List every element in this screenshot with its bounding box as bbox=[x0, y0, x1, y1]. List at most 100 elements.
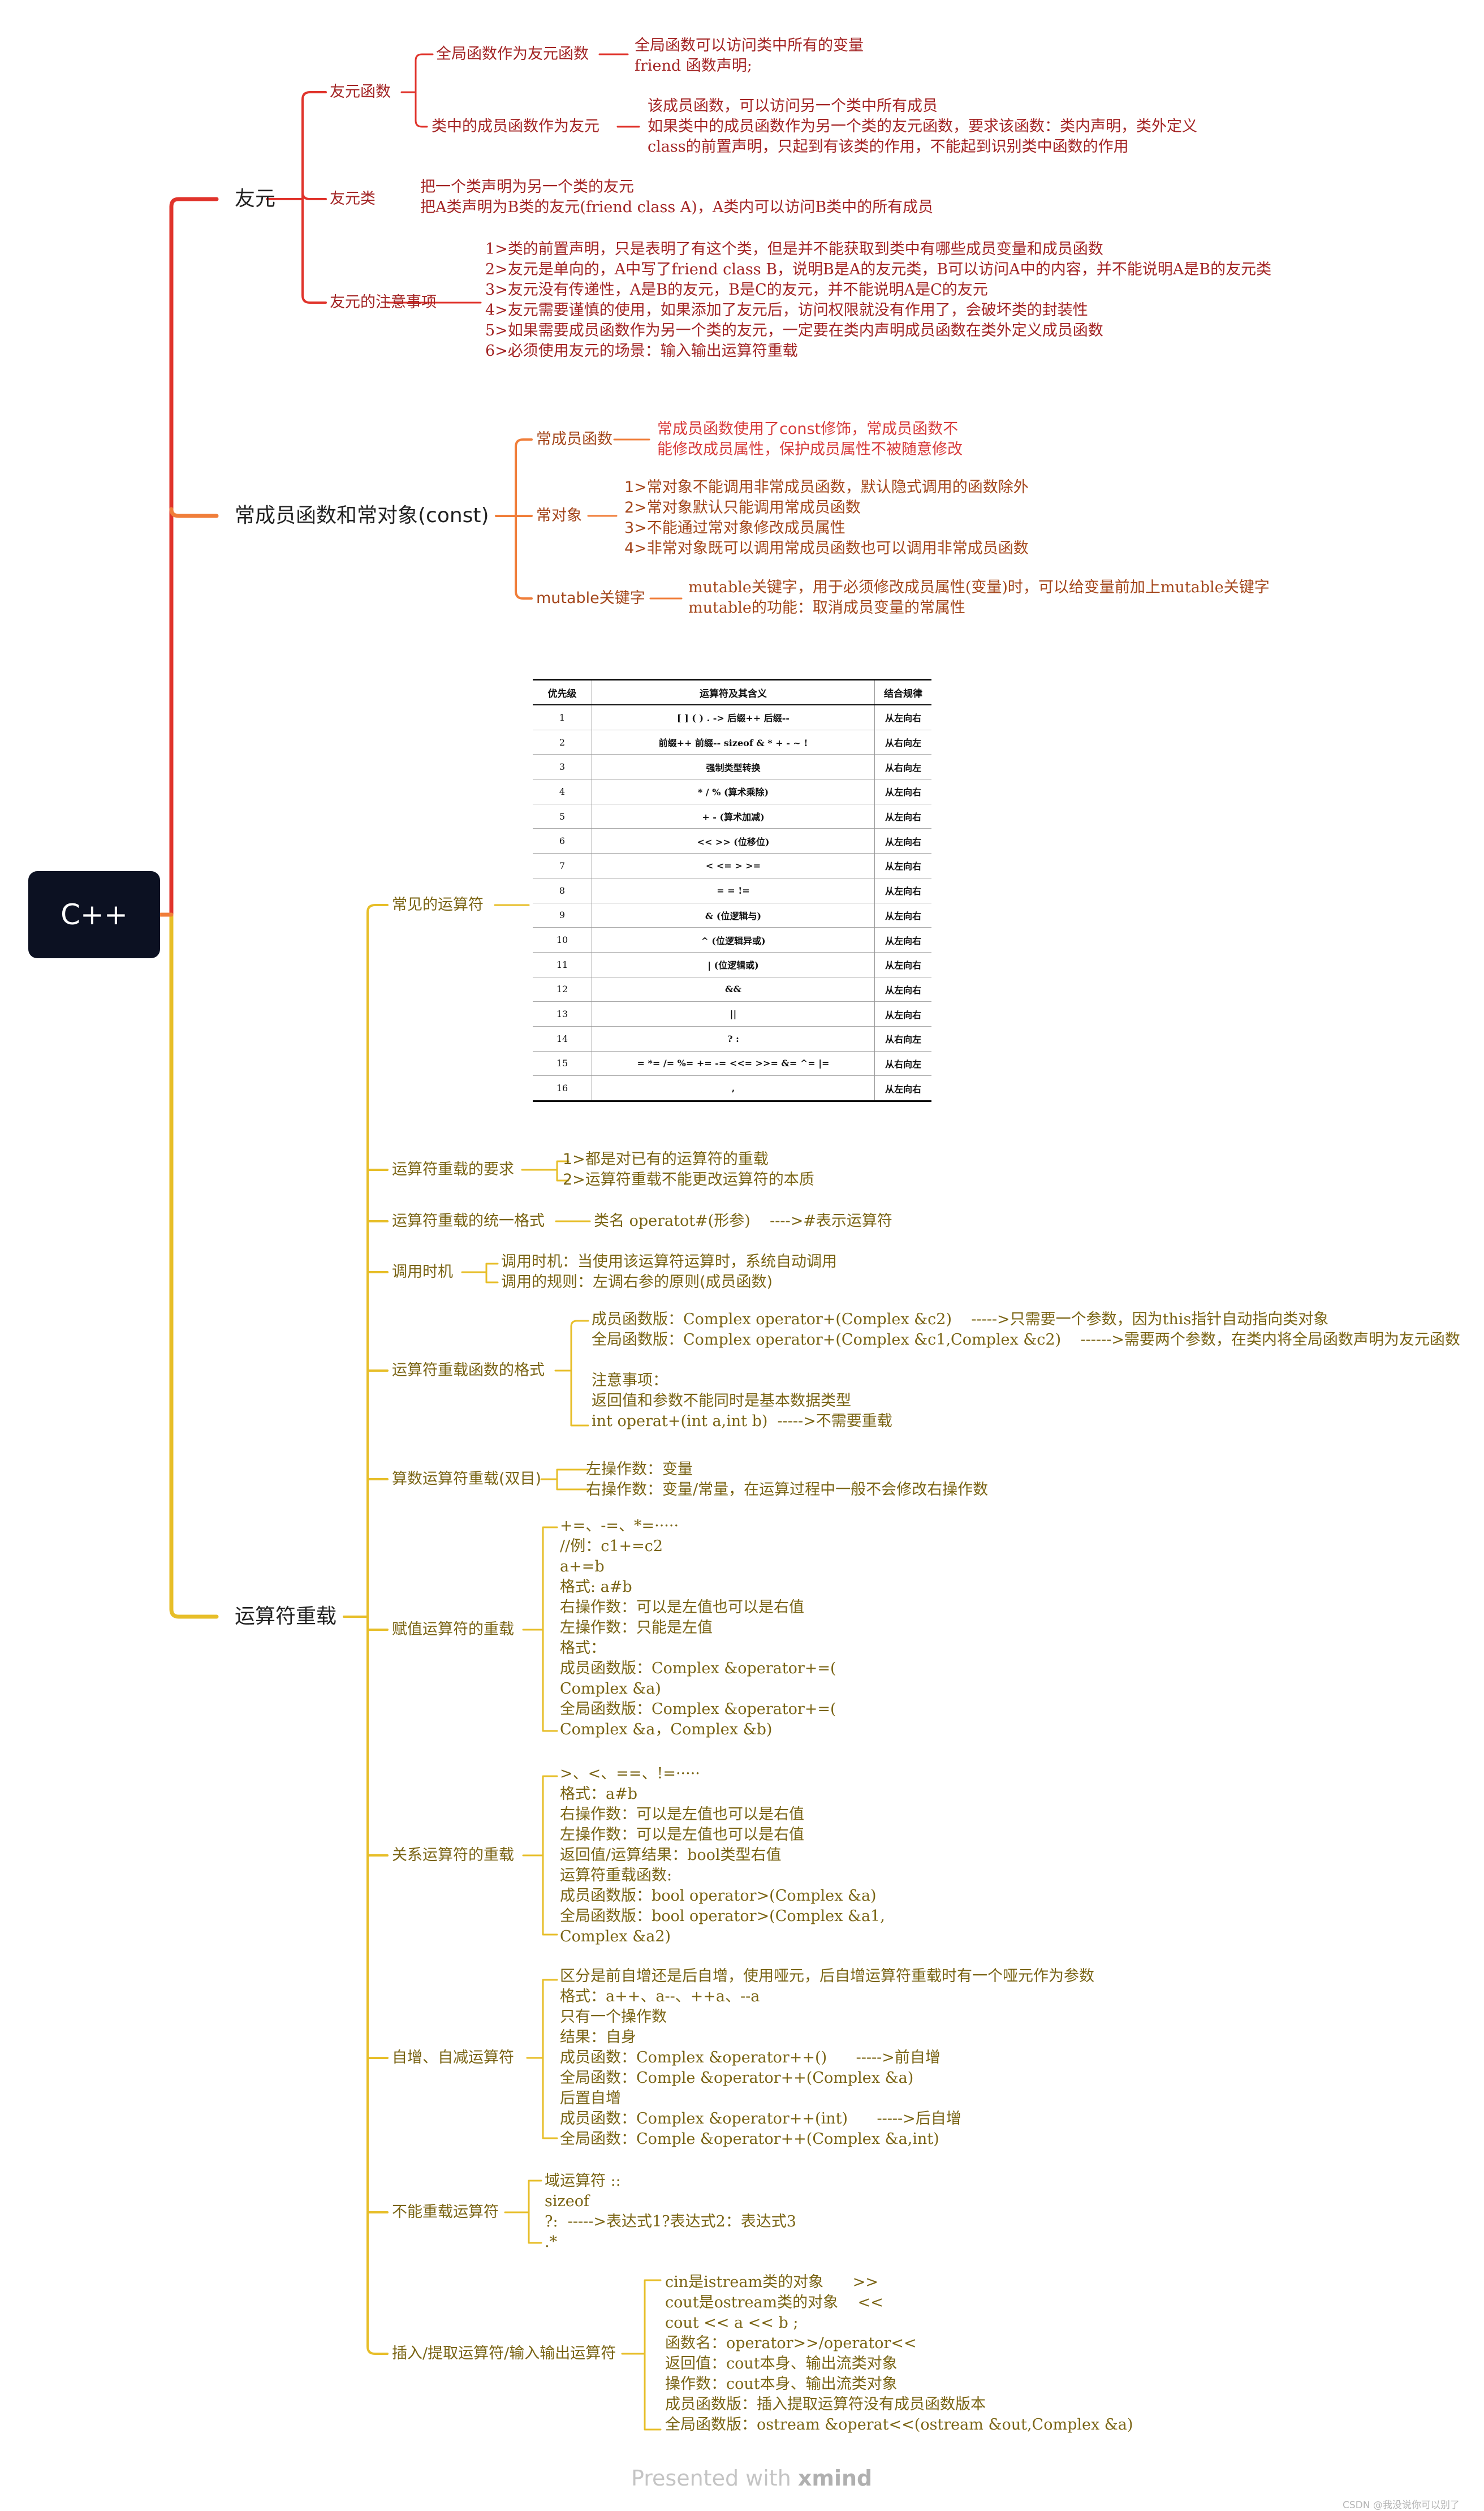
arithmetic-overload-line-2: 右操作数：变量/常量，在运算过程中一般不会修改右操作数 bbox=[586, 1481, 989, 1498]
relational-line-6: 运算符重载函数: bbox=[560, 1867, 672, 1884]
xmind-logo: xmind bbox=[797, 2466, 873, 2491]
operator-cell: << >> (位移位) bbox=[592, 828, 875, 854]
overload-function-format-topic[interactable]: 运算符重载函数的格式 bbox=[392, 1362, 545, 1379]
associativity-cell: 从右向左 bbox=[874, 1050, 931, 1076]
const-member-function-note-1: 常成员函数使用了const修饰，常成员函数不 bbox=[657, 420, 959, 438]
function-format-line-2: 全局函数版：Complex operator+(Complex &c1,Comp… bbox=[592, 1331, 1460, 1349]
operator-cell: && bbox=[592, 976, 875, 1002]
io-line-5: 返回值：cout本身、输出流类对象 bbox=[665, 2355, 898, 2372]
overload-requirements-line-2: 2>运算符重载不能更改运算符的本质 bbox=[563, 1171, 814, 1188]
assignment-line-6: 左操作数：只能是左值 bbox=[560, 1619, 713, 1636]
incdec-line-4: 结果：自身 bbox=[560, 2028, 636, 2046]
associativity-cell: 从左向右 bbox=[874, 1075, 931, 1102]
arithmetic-overload-line-1: 左操作数：变量 bbox=[586, 1461, 693, 1478]
incdec-line-9: 全局函数：Comple &operator++(Complex &a,int) bbox=[560, 2130, 939, 2148]
friend-notes-line-4: 4>友元需要谨慎的使用，如果添加了友元后，访问权限就没有作用了，会破坏类的封装性 bbox=[485, 302, 1088, 319]
const-object-note-1: 1>常对象不能调用非常成员函数，默认隐式调用的函数除外 bbox=[624, 479, 1029, 496]
associativity-cell: 从左向右 bbox=[874, 704, 931, 730]
branch-operator-overload[interactable]: 运算符重载 bbox=[235, 1605, 337, 1628]
operator-cell: , bbox=[592, 1075, 875, 1102]
operator-cell: 前缀++ 前缀-- sizeof & * + - ~ ! bbox=[592, 729, 875, 755]
table-row: 5+ - (算术加减)从左向右 bbox=[533, 803, 931, 829]
branch-friend[interactable]: 友元 bbox=[235, 187, 276, 210]
header-operator: 运算符及其含义 bbox=[592, 679, 875, 705]
mutable-keyword-topic[interactable]: mutable关键字 bbox=[536, 589, 645, 607]
const-member-function-note-2: 能修改成员属性，保护成员属性不被随意修改 bbox=[657, 441, 963, 458]
friend-class-topic[interactable]: 友元类 bbox=[330, 190, 376, 208]
footer-text: Presented with bbox=[631, 2466, 798, 2491]
associativity-cell: 从左向右 bbox=[874, 828, 931, 854]
const-object-note-4: 4>非常对象既可以调用常成员函数也可以调用非常成员函数 bbox=[624, 540, 1029, 557]
assignment-overload-topic[interactable]: 赋值运算符的重载 bbox=[392, 1621, 514, 1638]
header-priority: 优先级 bbox=[533, 679, 592, 705]
relational-line-8: 全局函数版：bool operator>(Complex &a1, bbox=[560, 1907, 885, 1925]
associativity-cell: 从左向右 bbox=[874, 877, 931, 903]
associativity-cell: 从右向左 bbox=[874, 1026, 931, 1052]
io-line-7: 成员函数版：插入提取运算符没有成员函数版本 bbox=[665, 2396, 986, 2413]
arithmetic-overload-topic[interactable]: 算数运算符重载(双目) bbox=[392, 1470, 542, 1488]
friend-notes-line-2: 2>友元是单向的，A中写了friend class B，说明B是A的友元类，B可… bbox=[485, 261, 1272, 278]
incdec-line-5: 成员函数：Complex &operator++() ----->前自增 bbox=[560, 2049, 941, 2066]
associativity-cell: 从左向右 bbox=[874, 779, 931, 804]
assignment-line-5: 右操作数：可以是左值也可以是右值 bbox=[560, 1599, 804, 1616]
operator-cell: 强制类型转换 bbox=[592, 754, 875, 779]
operator-cell: + - (算术加减) bbox=[592, 803, 875, 829]
io-line-3: cout << a << b ; bbox=[665, 2314, 799, 2332]
relational-overload-topic[interactable]: 关系运算符的重载 bbox=[392, 1846, 514, 1864]
friend-notes-topic[interactable]: 友元的注意事项 bbox=[330, 294, 437, 311]
priority-cell: 10 bbox=[533, 927, 592, 953]
associativity-cell: 从左向右 bbox=[874, 902, 931, 928]
io-line-6: 操作数：cout本身、输出流类对象 bbox=[665, 2375, 898, 2393]
relational-line-4: 左操作数：可以是左值也可以是右值 bbox=[560, 1826, 804, 1844]
io-operator-topic[interactable]: 插入/提取运算符/输入输出运算符 bbox=[392, 2345, 616, 2362]
global-function-friend-topic[interactable]: 全局函数作为友元函数 bbox=[436, 45, 589, 63]
associativity-cell: 从左向右 bbox=[874, 927, 931, 953]
associativity-cell: 从左向右 bbox=[874, 976, 931, 1002]
operator-cell: & (位逻辑与) bbox=[592, 902, 875, 928]
relational-line-1: >、<、==、!=····· bbox=[560, 1765, 700, 1782]
function-format-line-6: int operat+(int a,int b) ----->不需要重载 bbox=[592, 1412, 892, 1430]
friend-function-topic[interactable]: 友元函数 bbox=[330, 83, 391, 101]
table-row: 6<< >> (位移位)从左向右 bbox=[533, 828, 931, 854]
friend-class-note-2: 把A类声明为B类的友元(friend class A)，A类内可以访问B类中的所… bbox=[420, 199, 934, 216]
priority-cell: 16 bbox=[533, 1075, 592, 1102]
const-object-topic[interactable]: 常对象 bbox=[536, 507, 582, 524]
increment-decrement-topic[interactable]: 自增、自减运算符 bbox=[392, 2049, 514, 2066]
assignment-line-7: 格式： bbox=[560, 1639, 606, 1657]
const-object-note-3: 3>不能通过常对象修改成员属性 bbox=[624, 519, 845, 537]
overload-requirements-line-1: 1>都是对已有的运算符的重载 bbox=[563, 1151, 769, 1168]
incdec-line-8: 成员函数：Complex &operator++(int) ----->后自增 bbox=[560, 2110, 961, 2127]
assignment-line-4: 格式: a#b bbox=[560, 1578, 632, 1596]
branch-const[interactable]: 常成员函数和常对象(const) bbox=[235, 504, 489, 527]
common-operators-topic[interactable]: 常见的运算符 bbox=[392, 896, 484, 914]
associativity-cell: 从右向左 bbox=[874, 754, 931, 779]
non-overloadable-line-3: ?: ----->表达式1?表达式2：表达式3 bbox=[545, 2213, 796, 2230]
assignment-line-10: 全局函数版：Complex &operator+=( bbox=[560, 1700, 836, 1718]
table-row: 4* / % (算术乘除)从左向右 bbox=[533, 779, 931, 804]
associativity-cell: 从右向左 bbox=[874, 729, 931, 755]
non-overloadable-line-4: .* bbox=[545, 2233, 558, 2251]
table-row: 8= = !=从左向右 bbox=[533, 877, 931, 903]
operator-cell: [ ] ( ) . -> 后缀++ 后缀-- bbox=[592, 704, 875, 730]
member-function-friend-note-3: class的前置声明，只起到有该类的作用，不能起到识别类中函数的作用 bbox=[648, 138, 1129, 156]
relational-line-5: 返回值/运算结果：bool类型右值 bbox=[560, 1846, 782, 1864]
priority-cell: 7 bbox=[533, 853, 592, 878]
call-timing-topic[interactable]: 调用时机 bbox=[392, 1263, 453, 1281]
unified-format-topic[interactable]: 运算符重载的统一格式 bbox=[392, 1212, 545, 1230]
table-row: 12&&从左向右 bbox=[533, 976, 931, 1002]
priority-cell: 3 bbox=[533, 754, 592, 779]
assignment-line-1: +=、-=、*=····· bbox=[560, 1517, 679, 1535]
const-member-function-topic[interactable]: 常成员函数 bbox=[536, 430, 612, 448]
overload-requirements-topic[interactable]: 运算符重载的要求 bbox=[392, 1161, 514, 1178]
io-line-1: cin是istream类的对象 >> bbox=[665, 2273, 878, 2291]
priority-cell: 12 bbox=[533, 976, 592, 1002]
root-topic[interactable]: C++ bbox=[28, 871, 160, 958]
priority-cell: 15 bbox=[533, 1050, 592, 1076]
io-line-2: cout是ostream类的对象 << bbox=[665, 2294, 883, 2311]
mutable-note-1: mutable关键字，用于必须修改成员属性(变量)时，可以给变量前加上mutab… bbox=[688, 579, 1270, 596]
non-overloadable-topic[interactable]: 不能重载运算符 bbox=[392, 2203, 499, 2221]
member-function-friend-topic[interactable]: 类中的成员函数作为友元 bbox=[432, 118, 599, 135]
relational-line-2: 格式：a#b bbox=[560, 1785, 638, 1803]
